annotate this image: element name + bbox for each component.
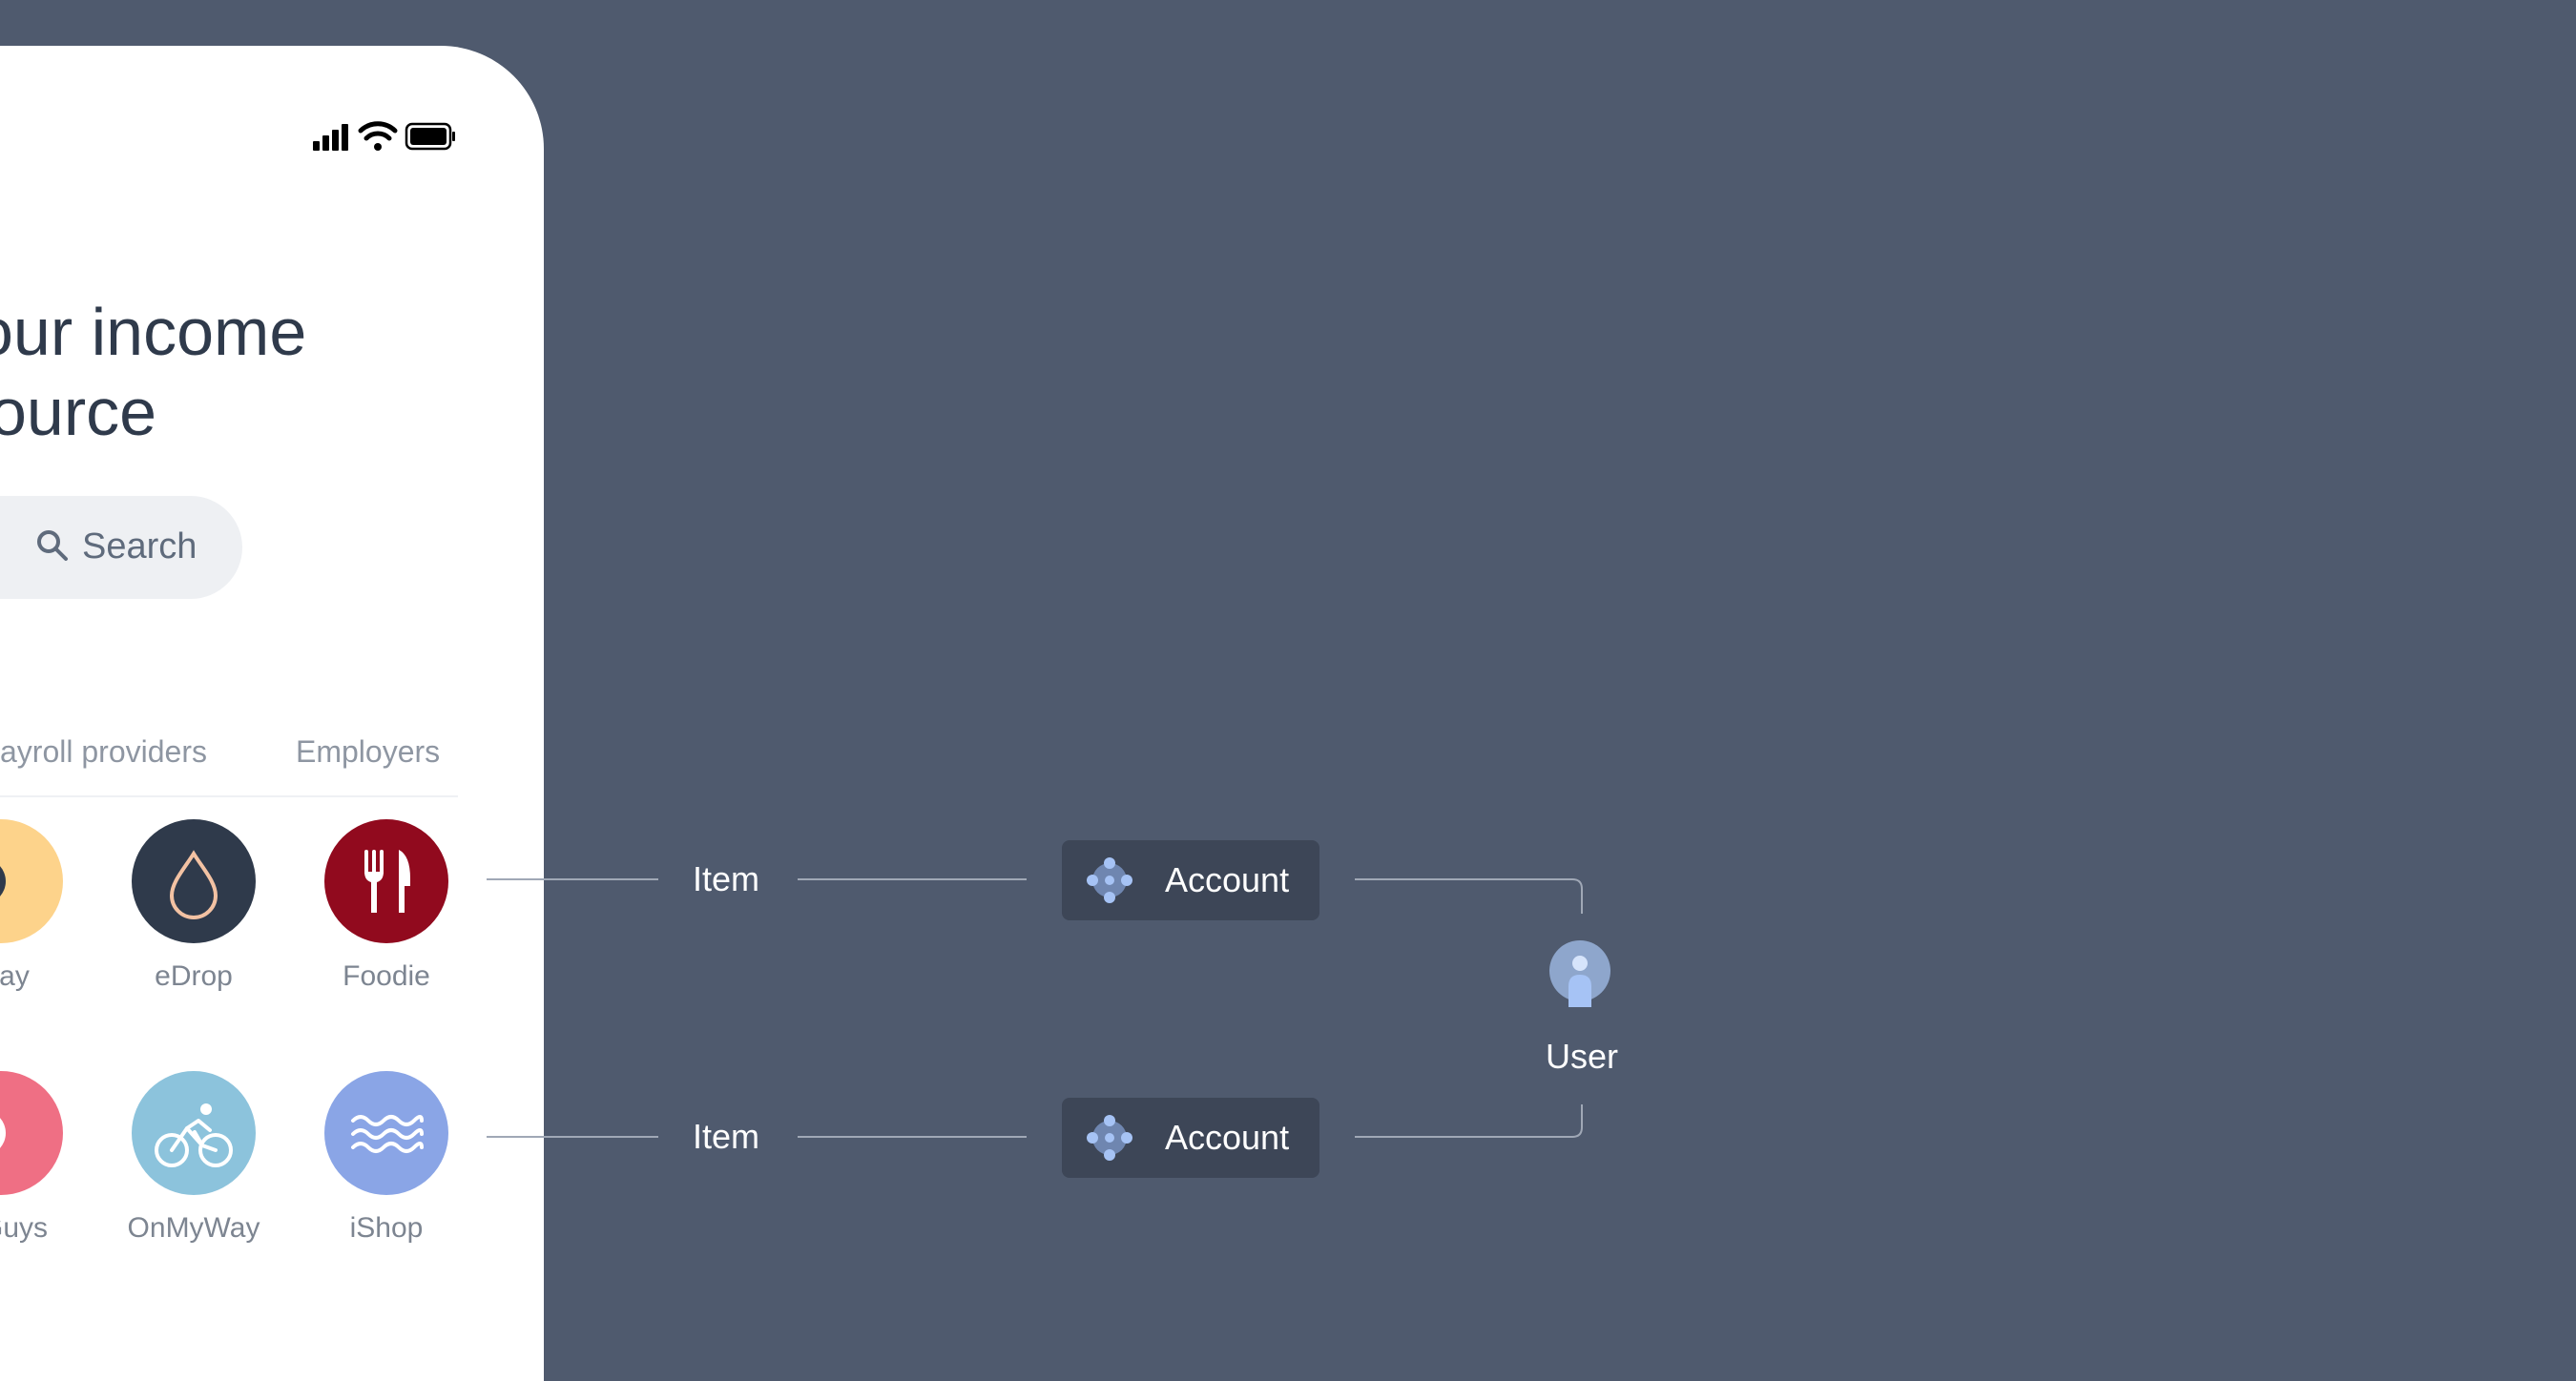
app-label-pay: Pay: [0, 960, 30, 992]
user-node-label: User: [1546, 1037, 1619, 1076]
account-label: Account: [1165, 1118, 1290, 1157]
wifi-icon: [358, 121, 398, 151]
account-node-2: Account: [1062, 1098, 1319, 1178]
connector-account-user-2: [1355, 1104, 1583, 1138]
waves-icon: [351, 1115, 424, 1153]
smile-icon: [0, 866, 6, 897]
account-node-1: Account: [1062, 840, 1319, 920]
search-input[interactable]: Search: [0, 496, 242, 599]
item-node-1: Item: [693, 859, 760, 898]
app-label-ishop: iShop: [349, 1212, 424, 1244]
account-label: Account: [1165, 860, 1290, 899]
account-icon: [1087, 1115, 1132, 1161]
tab-payroll-providers[interactable]: ayroll providers: [0, 734, 207, 769]
fork-knife-icon: [364, 850, 410, 913]
app-label-edrop: eDrop: [155, 960, 233, 992]
app-label-foodie: Foodie: [343, 960, 430, 992]
bicycle-icon: [155, 1103, 233, 1167]
connector-account-user-1: [1355, 878, 1583, 914]
page-title-line-2: source: [0, 375, 157, 449]
app-icon-ishop[interactable]: [324, 1071, 448, 1195]
page-title: your income source: [0, 292, 534, 452]
smile-icon: [0, 1118, 6, 1148]
drop-icon: [169, 850, 218, 919]
status-bar: [313, 121, 455, 151]
app-icon-edrop[interactable]: [132, 819, 256, 943]
search-icon: [37, 530, 68, 561]
user-icon: [1549, 940, 1610, 1007]
battery-icon: [405, 122, 455, 151]
search-placeholder: Search: [82, 526, 197, 567]
account-icon: [1087, 857, 1132, 903]
app-icon-onmyway[interactable]: [132, 1071, 256, 1195]
diagram-connectors: [487, 878, 1583, 1138]
phone-screen: your income source Search ayroll provide…: [0, 46, 544, 1381]
tab-employers[interactable]: Employers: [296, 734, 441, 769]
app-label-onmyway: OnMyWay: [127, 1212, 260, 1244]
page-title-line-1: your income: [0, 295, 307, 369]
signal-icon: [313, 124, 348, 151]
app-icon-foodie[interactable]: [324, 819, 448, 943]
tab-divider: [0, 795, 458, 797]
app-label-guys: Guys: [0, 1212, 49, 1244]
item-node-2: Item: [693, 1117, 760, 1156]
